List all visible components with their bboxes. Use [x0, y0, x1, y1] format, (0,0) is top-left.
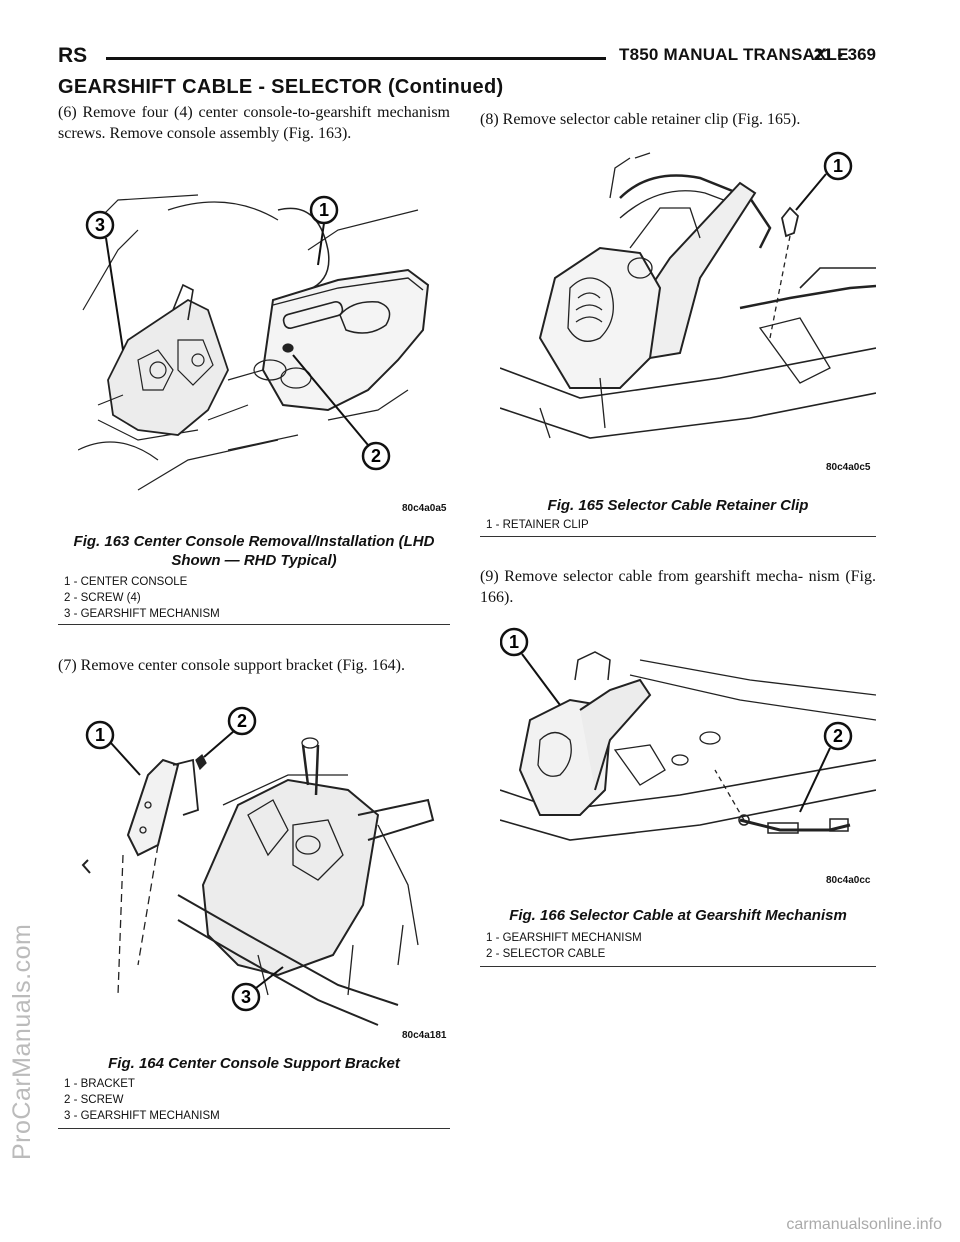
legend-item: 1 - RETAINER CLIP — [486, 519, 589, 531]
section-title: GEARSHIFT CABLE - SELECTOR (Continued) — [58, 76, 504, 98]
legend-item: 2 - SCREW (4) — [64, 592, 141, 604]
legend-item: 1 - CENTER CONSOLE — [64, 576, 188, 588]
legend-item: 1 - GEARSHIFT MECHANISM — [486, 932, 642, 944]
fig-165-callout-1: 1 — [833, 156, 843, 176]
fig-163-illustration: 1 2 3 — [78, 190, 450, 500]
fig-163-caption-line-2: Shown — RHD Typical) — [171, 552, 337, 569]
step-7-text: (7) Remove center console support bracke… — [58, 657, 406, 674]
fig-164-legend: 1 - BRACKET 2 - SCREW 3 - GEARSHIFT MECH… — [64, 1076, 220, 1124]
legend-item: 3 - GEARSHIFT MECHANISM — [64, 1110, 220, 1122]
footer-link[interactable]: carmanualsonline.info — [786, 1216, 942, 1233]
fig-163-rule — [58, 624, 450, 625]
fig-166-caption: Fig. 166 Selector Cable at Gearshift Mec… — [509, 907, 847, 924]
watermark: ProCarManuals.com — [8, 923, 36, 1160]
fig-163-legend: 1 - CENTER CONSOLE 2 - SCREW (4) 3 - GEA… — [64, 574, 220, 622]
fig-163-callout-2: 2 — [371, 446, 381, 466]
step-8-text: (8) Remove selector cable retainer clip … — [480, 111, 801, 128]
fig-165-code: 80c4a0c5 — [826, 462, 871, 473]
header-title: T850 MANUAL TRANSAXLE — [619, 45, 849, 64]
fig-166-callout-1: 1 — [509, 632, 519, 652]
fig-164-code: 80c4a181 — [402, 1030, 447, 1041]
page-number: 21 - 369 — [813, 45, 876, 64]
fig-164-callout-1: 1 — [95, 725, 105, 745]
page-header: RS T850 MANUAL TRANSAXLE 21 - 369 — [58, 44, 876, 74]
fig-165-legend: 1 - RETAINER CLIP — [486, 517, 589, 533]
fig-166-legend: 1 - GEARSHIFT MECHANISM 2 - SELECTOR CAB… — [486, 930, 642, 962]
fig-163-callout-1: 1 — [319, 200, 329, 220]
fig-164-caption: Fig. 164 Center Console Support Bracket — [108, 1055, 400, 1072]
header-rule — [106, 57, 606, 60]
header-section-code: RS — [58, 44, 88, 67]
legend-item: 2 - SELECTOR CABLE — [486, 948, 606, 960]
step-9-text: (9) Remove selector cable from gearshift… — [480, 568, 876, 606]
fig-164-callout-2: 2 — [237, 711, 247, 731]
fig-166-rule — [480, 966, 876, 967]
fig-166-code: 80c4a0cc — [826, 875, 871, 886]
fig-163-callout-3: 3 — [95, 215, 105, 235]
legend-item: 2 - SCREW — [64, 1094, 124, 1106]
fig-166-illustration: 1 2 — [500, 620, 876, 880]
fig-165-rule — [480, 536, 876, 537]
legend-item: 3 - GEARSHIFT MECHANISM — [64, 608, 220, 620]
legend-item: 1 - BRACKET — [64, 1078, 135, 1090]
fig-163-caption: Fig. 163 Center Console Removal/Installa… — [58, 532, 450, 570]
fig-165-illustration: 1 — [500, 138, 876, 458]
fig-163-caption-line-1: Fig. 163 Center Console Removal/Installa… — [73, 533, 435, 550]
fig-164-callout-3: 3 — [241, 987, 251, 1007]
fig-166-callout-2: 2 — [833, 726, 843, 746]
fig-164-illustration: 1 2 3 — [78, 705, 450, 1030]
step-6-text: (6) Remove four (4) center console-to-ge… — [58, 104, 450, 142]
fig-165-caption: Fig. 165 Selector Cable Retainer Clip — [547, 497, 809, 514]
fig-163-code: 80c4a0a5 — [402, 503, 447, 514]
fig-164-rule — [58, 1128, 450, 1129]
